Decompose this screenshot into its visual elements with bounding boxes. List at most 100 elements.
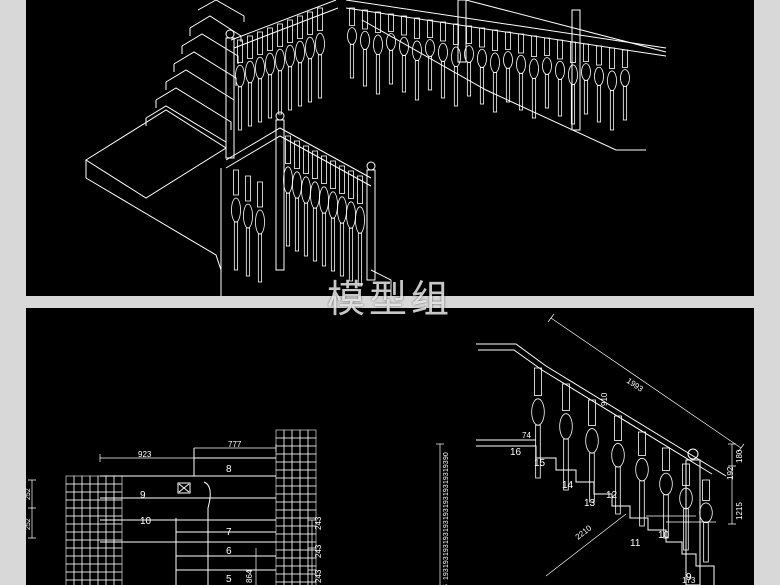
dim-910: 910 <box>600 392 609 406</box>
plan-step-8: 8 <box>226 464 232 475</box>
baluster <box>438 21 448 99</box>
baluster <box>490 29 500 113</box>
baluster <box>659 447 673 539</box>
landing-plate <box>85 109 227 199</box>
baluster <box>310 150 320 262</box>
baluster <box>594 45 604 123</box>
elev-step-9: 9 <box>686 572 692 583</box>
baluster <box>531 367 545 479</box>
riser-dim-label: 193 <box>443 544 450 556</box>
riser-dim-label: 193 <box>443 472 450 484</box>
dim-2210: 2210 <box>574 523 594 541</box>
elevation-view <box>436 313 745 585</box>
dim-777: 777 <box>228 440 242 449</box>
lower-flight-steps <box>145 0 245 150</box>
plan-view <box>28 429 317 585</box>
plan-step-10: 10 <box>140 516 152 527</box>
baluster <box>635 431 649 527</box>
baluster <box>399 15 409 93</box>
dim-243-c: 243 <box>314 569 323 583</box>
isometric-staircase-drawing <box>85 0 667 296</box>
riser-dim-label: 90 <box>443 452 450 460</box>
baluster <box>451 23 461 107</box>
elevation-dimension-labels: 1993 910 74 2210 1215 180 192 173 <box>522 376 744 585</box>
baluster <box>231 169 241 271</box>
dim-252: 252 <box>26 488 32 500</box>
baluster <box>337 165 347 277</box>
baluster <box>255 31 265 123</box>
dim-74: 74 <box>522 431 531 440</box>
elevation-riser-dimensions: 9019319319319319319319319319319395 <box>443 452 450 585</box>
riser-dim-label: 193 <box>443 496 450 508</box>
baluster <box>305 11 315 103</box>
baluster <box>542 37 552 109</box>
plan-elevation-panel: 923 777 243 243 243 864 252 252 8 9 10 7… <box>26 308 754 585</box>
baluster <box>620 49 630 121</box>
elev-step-14: 14 <box>562 480 574 491</box>
baluster <box>255 181 265 283</box>
riser-dim-label: 193 <box>443 568 450 580</box>
riser-dim-label: 193 <box>443 520 450 532</box>
baluster <box>243 175 253 277</box>
plan-step-6: 6 <box>226 546 232 557</box>
dim-1993: 1993 <box>625 376 645 394</box>
plan-step-5: 5 <box>226 574 232 585</box>
baluster <box>346 170 356 282</box>
elev-step-10: 10 <box>658 530 670 541</box>
dim-173: 173 <box>682 576 696 585</box>
baluster <box>315 7 325 99</box>
baluster <box>568 41 578 125</box>
elev-step-11: 11 <box>630 538 641 549</box>
landing-railing <box>220 111 392 296</box>
plan-step-numbers: 8 9 10 7 6 5 <box>140 464 232 585</box>
baluster <box>611 415 625 515</box>
baluster <box>516 33 526 111</box>
baluster <box>328 160 338 272</box>
dim-252-b: 252 <box>26 518 32 530</box>
baluster <box>412 17 422 101</box>
dim-243-a: 243 <box>314 516 323 530</box>
elevation-baluster-group <box>531 367 713 563</box>
baluster <box>235 39 245 131</box>
baluster <box>355 175 365 287</box>
dim-923: 923 <box>138 450 152 459</box>
plan-step-9: 9 <box>140 490 146 501</box>
tile-block-right <box>275 429 317 585</box>
dim-192: 192 <box>726 466 735 480</box>
plan-step-7: 7 <box>226 527 232 538</box>
riser-dim-label: 193 <box>443 556 450 568</box>
riser-dim-label: 193 <box>443 508 450 520</box>
baluster <box>559 383 573 491</box>
baluster <box>529 35 539 119</box>
baluster <box>283 135 293 247</box>
baluster <box>699 479 713 563</box>
baluster <box>360 9 370 87</box>
baluster <box>275 23 285 115</box>
baluster <box>477 27 487 105</box>
elev-step-16: 16 <box>510 447 522 458</box>
baluster <box>555 39 565 117</box>
tile-block-left <box>65 475 123 585</box>
elev-step-12: 12 <box>606 490 618 501</box>
dim-180: 180 <box>735 449 744 463</box>
dim-864: 864 <box>245 569 254 583</box>
plan-elevation-drawing: 923 777 243 243 243 864 252 252 8 9 10 7… <box>26 313 745 585</box>
baluster <box>319 155 329 267</box>
baluster <box>464 25 474 97</box>
baluster <box>295 15 305 107</box>
plan-dimension-labels: 923 777 243 243 243 864 252 252 <box>26 440 323 583</box>
baluster <box>373 11 383 95</box>
riser-dim-label: 193 <box>443 532 450 544</box>
baluster <box>607 47 617 131</box>
baluster <box>679 463 693 551</box>
dim-1215: 1215 <box>735 502 744 520</box>
baluster <box>292 140 302 252</box>
baluster <box>301 145 311 257</box>
elev-step-13: 13 <box>584 498 596 509</box>
elevation-step-numbers: 16 15 14 13 12 11 10 9 <box>510 447 692 583</box>
baluster <box>503 31 513 103</box>
baluster <box>585 399 599 503</box>
baluster <box>285 19 295 111</box>
baluster <box>386 13 396 85</box>
dim-243-b: 243 <box>314 544 323 558</box>
